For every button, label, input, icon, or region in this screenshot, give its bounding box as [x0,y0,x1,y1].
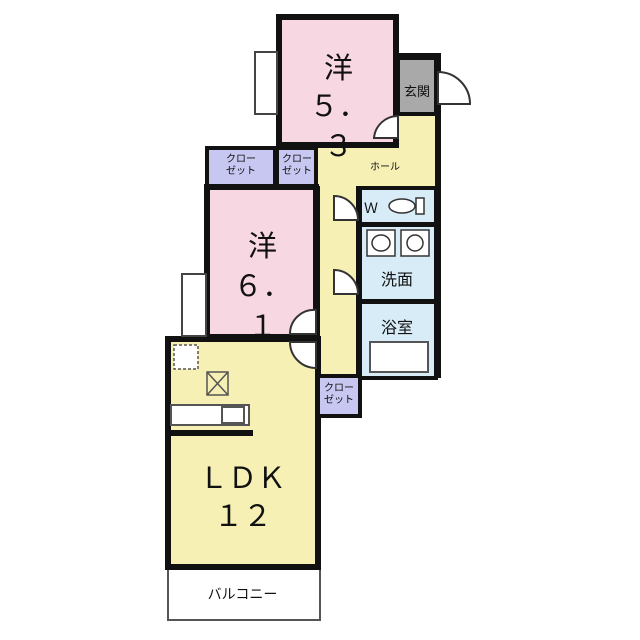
ldk-area [165,336,321,570]
balcony-label: バルコニー [207,587,278,603]
fridge-space [173,344,199,370]
door-washroom [333,268,360,295]
door-room-a [372,114,399,139]
door-ldk [288,341,317,370]
door-entrance [437,70,472,105]
room-a-size: ５．３ [309,89,368,163]
room-b-size: ６．１ [233,269,292,343]
ldk-size: １２ [213,499,272,533]
outer-wall [398,53,441,378]
bathroom-label: 浴室 [380,318,413,337]
door-room-b [288,308,317,335]
hall-label: ホール [370,162,400,173]
kitchen-edge [171,430,253,436]
toilet-tank [415,197,425,215]
balcony-area [167,567,321,621]
ldk-name: ＬＤＫ [198,461,286,495]
door-toilet [333,194,360,221]
closet-hall [316,374,362,418]
closet-top-right [275,146,318,188]
room-b-name: 洋 [247,229,277,263]
closet-top-right-label: クロー ゼット [282,154,312,177]
washroom-label: 洗面 [380,270,413,289]
kitchen-sink [221,406,245,424]
toilet-label: Ｗ [364,201,378,217]
closet-top-left [205,146,277,188]
window-left-top [254,51,278,115]
entrance-label: 玄関 [400,84,434,102]
washbasin-bowl [371,234,391,252]
window-left-mid [181,273,207,337]
washing-machine-drum [406,234,424,252]
closet-hall-label: クロー ゼット [324,383,354,406]
range-hood [206,371,229,396]
closet-top-left-label: クロー ゼット [226,154,256,177]
bathtub [369,341,429,373]
room-a-name: 洋 [323,51,353,85]
toilet-bowl [388,198,416,214]
